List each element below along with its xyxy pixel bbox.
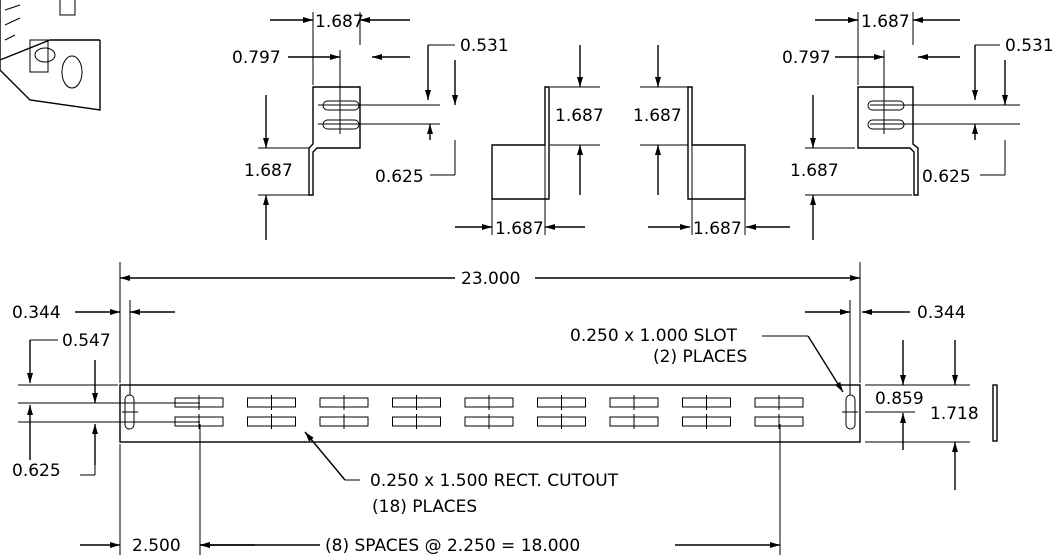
dim-tl-height: 1.687	[244, 161, 293, 181]
dim-total-height: 1.718	[930, 404, 979, 424]
dim-slot-to-bottom: 0.625	[12, 461, 61, 481]
dim-tl-offset: 0.797	[232, 48, 281, 68]
dim-tr-slot-offset: 0.625	[922, 167, 971, 187]
dim-ml-height: 1.687	[555, 106, 604, 126]
dim-top-to-slot: 0.547	[62, 331, 111, 351]
angle-view-left	[455, 45, 600, 235]
dim-overall-length: 23.000	[461, 269, 520, 289]
dimension-labels: 1.687 0.797 0.531 1.687 0.625 1.687 1.68…	[12, 12, 1054, 555]
dim-half-height: 0.859	[875, 389, 924, 409]
dim-mr-height: 1.687	[633, 106, 682, 126]
note-cutout-line1: 0.250 x 1.500 RECT. CUTOUT	[370, 471, 619, 491]
side-view-right	[805, 12, 1020, 240]
dim-right-edge: 0.344	[917, 303, 966, 323]
dim-tl-width: 1.687	[315, 12, 364, 32]
dim-tr-width: 1.687	[861, 12, 910, 32]
dim-tr-offset: 0.797	[782, 48, 831, 68]
note-slot-line2: (2) PLACES	[653, 347, 747, 367]
isometric-view	[0, 0, 101, 111]
note-spaces: (8) SPACES @ 2.250 = 18.000	[325, 536, 580, 555]
dim-left-edge: 0.344	[12, 303, 61, 323]
main-plate	[119, 384, 861, 443]
dim-tl-slot-offset: 0.625	[375, 167, 424, 187]
dim-tr-height: 1.687	[790, 161, 839, 181]
side-view-left	[258, 12, 458, 240]
note-slot-line1: 0.250 x 1.000 SLOT	[570, 326, 738, 346]
dim-mr-width: 1.687	[693, 219, 742, 239]
dim-tr-slot-gap: 0.531	[1005, 36, 1054, 56]
angle-view-right	[640, 45, 790, 235]
dim-tl-slot-gap: 0.531	[460, 36, 509, 56]
dim-first-cutout: 2.500	[132, 536, 181, 555]
dim-ml-width: 1.687	[495, 219, 544, 239]
note-cutout-line2: (18) PLACES	[372, 497, 477, 517]
main-dimensions	[18, 262, 998, 555]
